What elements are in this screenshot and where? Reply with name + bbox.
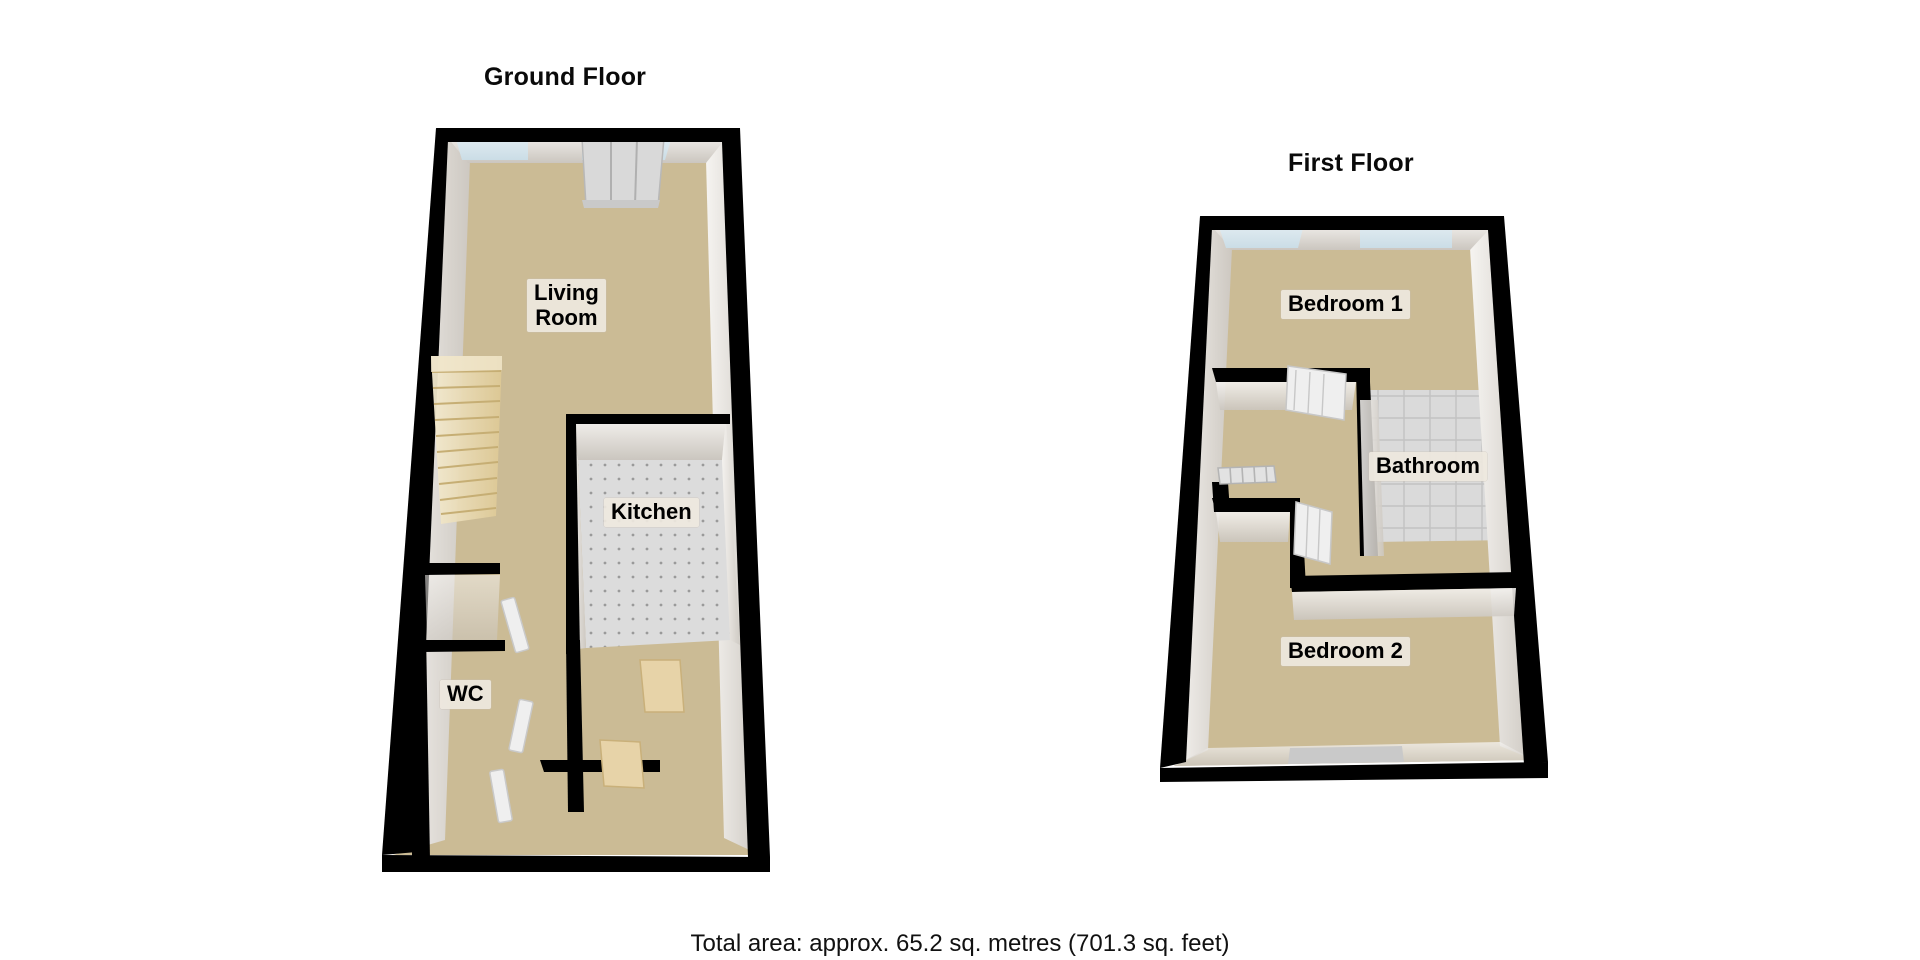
window-bed2-bottom: [1288, 746, 1404, 764]
first-floor-surface: [1174, 222, 1534, 766]
doors-ground: [489, 596, 685, 824]
doors-first: [1285, 365, 1347, 565]
first-floor-title: First Floor: [1288, 149, 1414, 177]
room-label-bedroom-2: Bedroom 2: [1281, 637, 1410, 666]
room-label-bedroom-1: Bedroom 1: [1281, 290, 1410, 319]
ground-floor-plan: [382, 128, 770, 872]
storage-cupboard: [581, 137, 665, 208]
first-outer-walls: [1160, 216, 1548, 782]
room-label-wc: WC: [440, 680, 491, 709]
ground-outer-walls: [382, 128, 770, 872]
kitchen-room: [566, 414, 740, 654]
room-label-kitchen: Kitchen: [604, 498, 699, 527]
ground-floor-title: Ground Floor: [484, 63, 647, 91]
radiator: [1217, 465, 1277, 485]
staircase: [431, 356, 502, 524]
room-label-living-room: Living Room: [527, 279, 606, 333]
total-area-caption: Total area: approx. 65.2 sq. metres (701…: [690, 930, 1230, 957]
room-label-bathroom: Bathroom: [1369, 452, 1487, 481]
